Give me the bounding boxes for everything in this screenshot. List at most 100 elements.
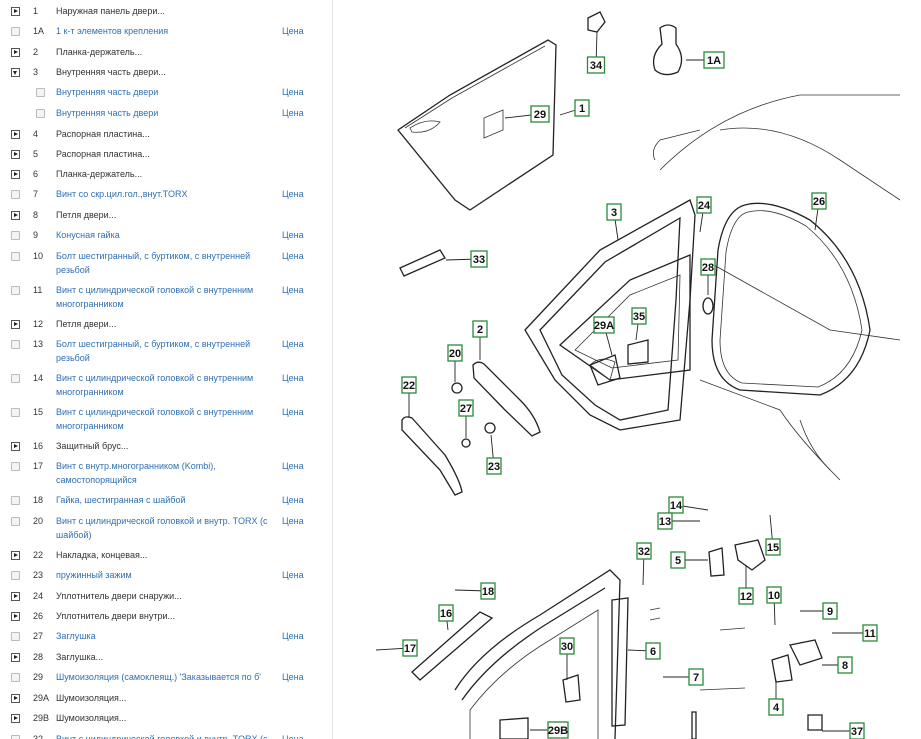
part-name[interactable]: Заглушка — [56, 631, 96, 641]
price-link[interactable]: Цена — [282, 734, 304, 739]
callout-18[interactable]: 18 — [454, 582, 496, 600]
callout-6[interactable]: 6 — [627, 642, 661, 660]
select-checkbox[interactable] — [11, 340, 20, 349]
callout-17[interactable]: 17 — [375, 639, 418, 657]
expand-toggle-icon[interactable] — [11, 551, 20, 560]
select-checkbox[interactable] — [11, 673, 20, 682]
select-checkbox[interactable] — [11, 190, 20, 199]
expand-toggle-icon[interactable] — [11, 714, 20, 723]
callout-22[interactable]: 22 — [401, 376, 417, 418]
price-link[interactable]: Цена — [282, 570, 304, 580]
part-name[interactable]: Винт со скр.цил.гол.,внут.TORX — [56, 189, 188, 199]
part-name[interactable]: Винт с цилиндрической головкой и внутр. … — [56, 516, 268, 540]
expand-toggle-icon[interactable] — [11, 48, 20, 57]
callout-24[interactable]: 24 — [696, 196, 712, 233]
part-name[interactable]: Винт с цилиндрической головкой с внутрен… — [56, 285, 254, 309]
select-checkbox[interactable] — [11, 27, 20, 36]
callout-5[interactable]: 5 — [670, 551, 708, 569]
price-link[interactable]: Цена — [282, 461, 304, 471]
callout-11[interactable]: 11 — [832, 624, 878, 642]
callout-27[interactable]: 27 — [458, 399, 474, 438]
callout-32[interactable]: 32 — [636, 542, 652, 586]
expand-toggle-icon[interactable] — [11, 653, 20, 662]
price-link[interactable]: Цена — [282, 108, 304, 118]
select-checkbox[interactable] — [11, 571, 20, 580]
select-checkbox[interactable] — [11, 632, 20, 641]
expand-toggle-icon[interactable] — [11, 592, 20, 601]
expand-toggle-icon[interactable] — [11, 694, 20, 703]
callout-1[interactable]: 1 — [559, 99, 590, 117]
callout-14[interactable]: 14 — [668, 496, 709, 514]
select-checkbox[interactable] — [11, 408, 20, 417]
select-checkbox[interactable] — [11, 517, 20, 526]
price-link[interactable]: Цена — [282, 339, 304, 349]
callout-9[interactable]: 9 — [800, 602, 838, 620]
price-link[interactable]: Цена — [282, 631, 304, 641]
select-checkbox[interactable] — [11, 462, 20, 471]
select-checkbox[interactable] — [36, 109, 45, 118]
expand-toggle-icon[interactable] — [11, 442, 20, 451]
select-checkbox[interactable] — [11, 231, 20, 240]
callout-34[interactable]: 34 — [586, 31, 606, 74]
callout-1a[interactable]: 1A — [686, 51, 725, 69]
callout-28[interactable]: 28 — [700, 258, 716, 295]
price-link[interactable]: Цена — [282, 373, 304, 383]
price-link[interactable]: Цена — [282, 87, 304, 97]
callout-33[interactable]: 33 — [445, 250, 488, 268]
select-checkbox[interactable] — [36, 88, 45, 97]
part-name[interactable]: Винт с цилиндрической головкой и внутр. … — [56, 734, 268, 739]
callout-35[interactable]: 35 — [631, 307, 647, 341]
expand-toggle-icon[interactable] — [11, 170, 20, 179]
part-name[interactable]: пружинный зажим — [56, 570, 132, 580]
part-name[interactable]: Внутренняя часть двери — [56, 87, 159, 97]
callout-20[interactable]: 20 — [447, 344, 463, 382]
callout-3[interactable]: 3 — [606, 203, 622, 241]
expand-toggle-icon[interactable] — [11, 320, 20, 329]
collapse-toggle-icon[interactable] — [11, 68, 20, 77]
expand-toggle-icon[interactable] — [11, 7, 20, 16]
callout-26[interactable]: 26 — [811, 192, 827, 231]
price-link[interactable]: Цена — [282, 189, 304, 199]
price-link[interactable]: Цена — [282, 407, 304, 417]
price-link[interactable]: Цена — [282, 285, 304, 295]
part-name[interactable]: Конусная гайка — [56, 230, 120, 240]
expand-toggle-icon[interactable] — [11, 211, 20, 220]
callout-30[interactable]: 30 — [559, 637, 575, 680]
callout-4[interactable]: 4 — [768, 680, 784, 716]
callout-15[interactable]: 15 — [765, 514, 781, 556]
callout-12[interactable]: 12 — [738, 565, 754, 605]
part-name[interactable]: Болт шестигранный, с буртиком, с внутрен… — [56, 251, 251, 275]
callout-13[interactable]: 13 — [657, 512, 700, 530]
price-link[interactable]: Цена — [282, 251, 304, 261]
callout-29b[interactable]: 29B — [530, 721, 569, 739]
callout-29[interactable]: 29 — [504, 105, 550, 123]
part-name[interactable]: Внутренняя часть двери — [56, 108, 159, 118]
callout-37[interactable]: 37 — [822, 722, 865, 739]
callout-2[interactable]: 2 — [472, 320, 488, 360]
part-name[interactable]: Гайка, шестигранная с шайбой — [56, 495, 186, 505]
price-link[interactable]: Цена — [282, 672, 304, 682]
select-checkbox[interactable] — [11, 286, 20, 295]
price-link[interactable]: Цена — [282, 516, 304, 526]
price-link[interactable]: Цена — [282, 495, 304, 505]
callout-7[interactable]: 7 — [663, 668, 704, 686]
price-link[interactable]: Цена — [282, 26, 304, 36]
callout-8[interactable]: 8 — [822, 656, 853, 674]
part-name[interactable]: Винт с цилиндрической головкой с внутрен… — [56, 407, 254, 431]
select-checkbox[interactable] — [11, 735, 20, 739]
part-name[interactable]: 1 к-т элементов крепления — [56, 26, 169, 36]
select-checkbox[interactable] — [11, 252, 20, 261]
select-checkbox[interactable] — [11, 374, 20, 383]
callout-29a[interactable]: 29A — [593, 316, 615, 356]
expand-toggle-icon[interactable] — [11, 612, 20, 621]
callout-10[interactable]: 10 — [766, 586, 782, 626]
callout-23[interactable]: 23 — [486, 434, 502, 475]
select-checkbox[interactable] — [11, 496, 20, 505]
part-name[interactable]: Винт с цилиндрической головкой с внутрен… — [56, 373, 254, 397]
part-name[interactable]: Шумоизоляция (самоклеящ.) 'Заказывается … — [56, 672, 261, 682]
price-link[interactable]: Цена — [282, 230, 304, 240]
callout-16[interactable]: 16 — [438, 604, 454, 631]
expand-toggle-icon[interactable] — [11, 150, 20, 159]
part-name[interactable]: Болт шестигранный, с буртиком, с внутрен… — [56, 339, 251, 363]
part-name[interactable]: Винт с внутр.многогранником (Kombi), сам… — [56, 461, 216, 485]
